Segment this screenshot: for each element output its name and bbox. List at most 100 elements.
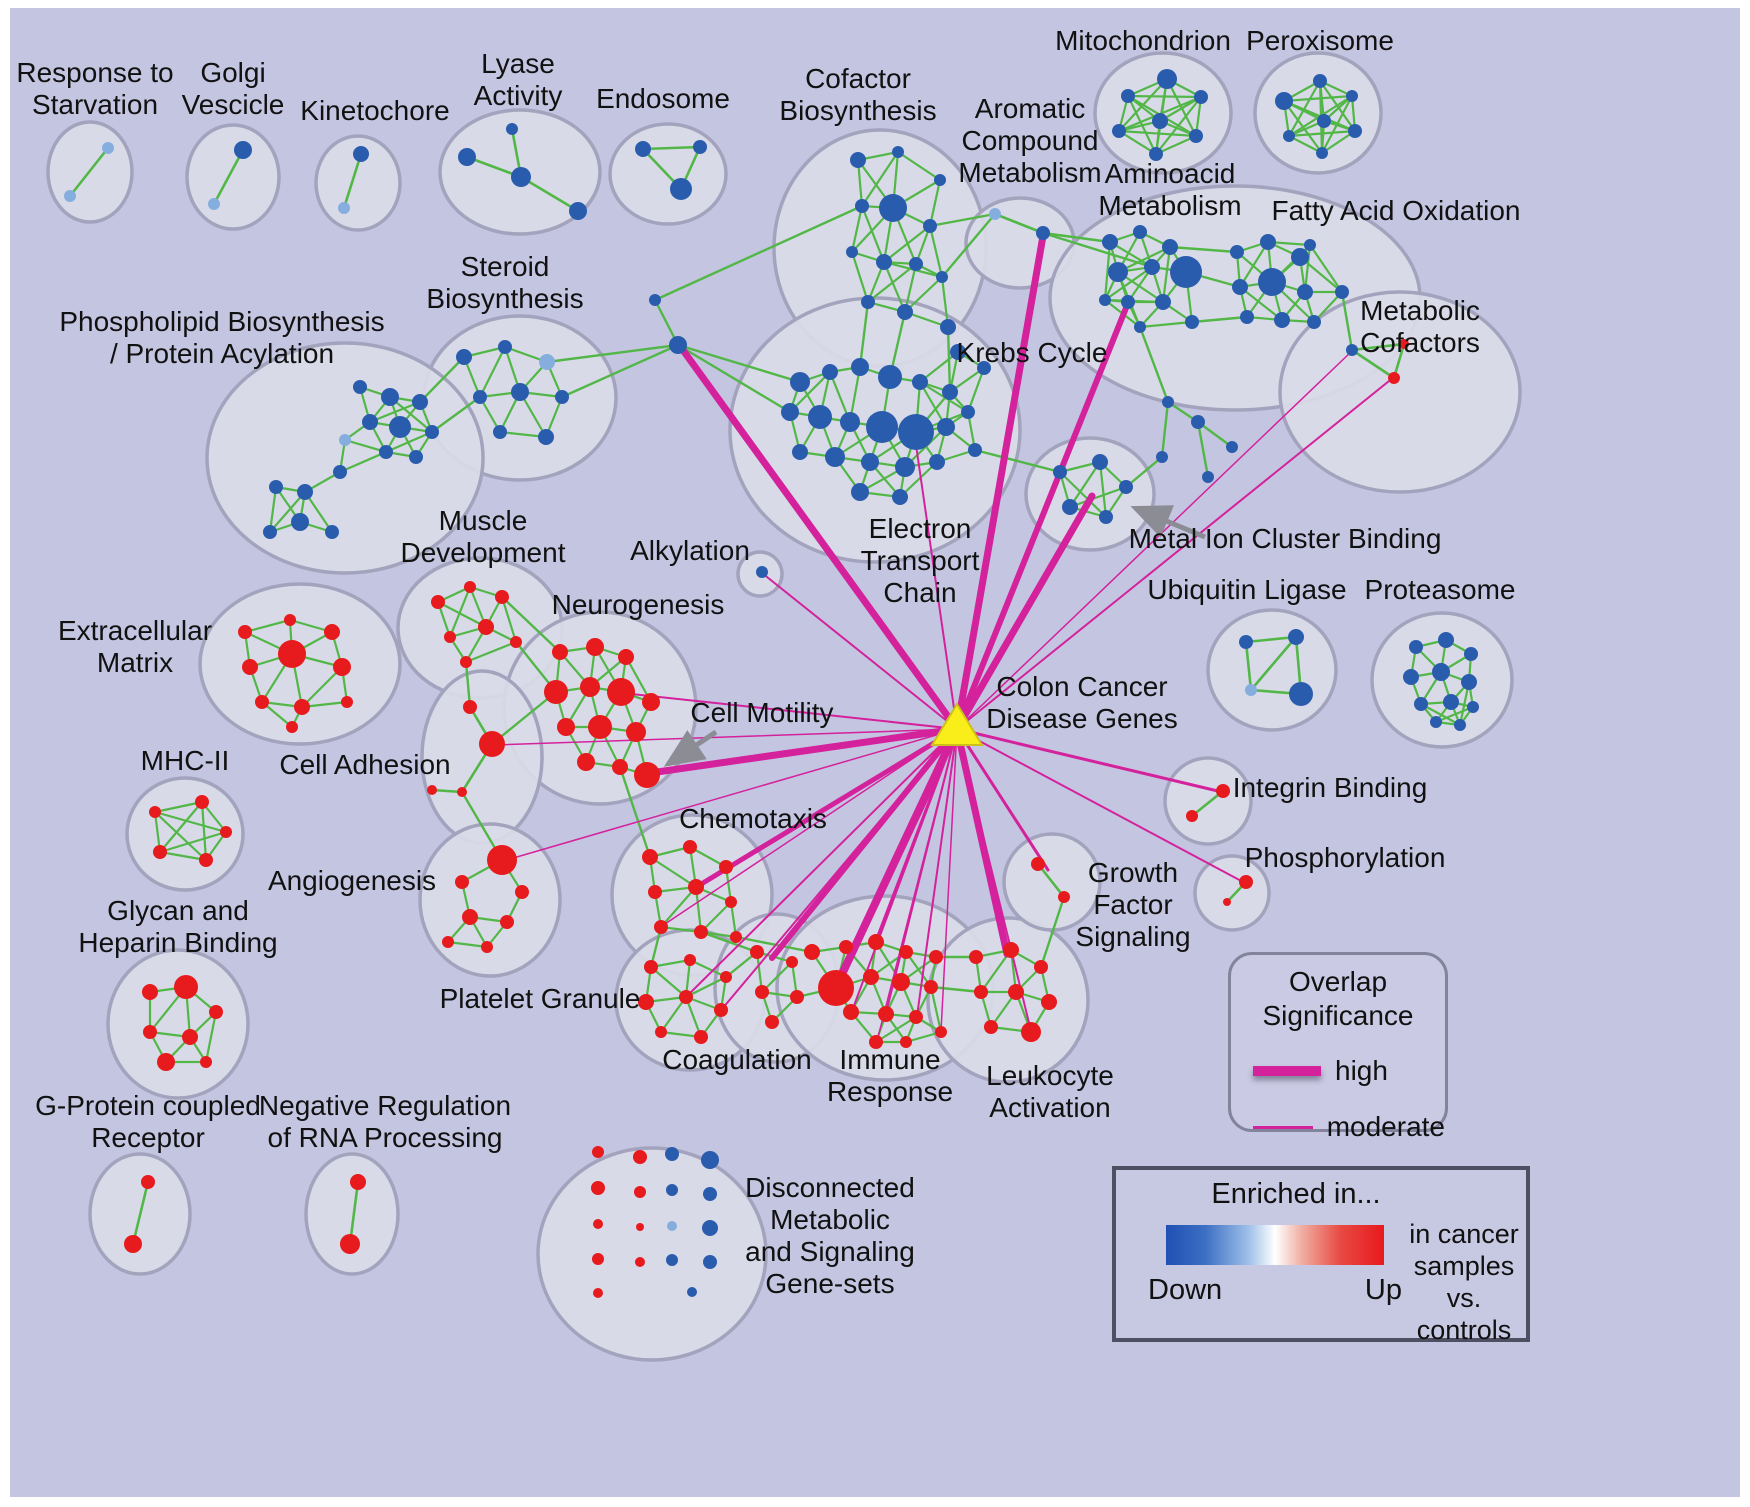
mhc-ii-edge <box>154 810 227 834</box>
electron-transport-chain-node <box>961 405 975 419</box>
phospholipid-biosynthesis-node <box>291 513 309 531</box>
muscle-development-node <box>431 595 445 609</box>
fatty-acid-oxidation-node <box>1304 239 1316 251</box>
phospholipid-biosynthesis-node <box>353 380 367 394</box>
cell-adhesion-node <box>463 700 477 714</box>
ubiquitin-ligase-node <box>1289 682 1313 706</box>
aminoacid-metabolism-node <box>1108 262 1128 282</box>
muscle-development-edge <box>437 601 487 628</box>
phospholipid-biosynthesis-edge <box>268 486 278 533</box>
overlap-edge <box>661 728 958 927</box>
enrichment-legend: Enriched in... Down Up in cancer samples… <box>1112 1166 1530 1345</box>
mhc-ii-edge <box>159 801 203 853</box>
disconnected-genesets-node <box>592 1146 604 1158</box>
bridge-node <box>1202 471 1214 483</box>
mitochondrion-edge <box>1155 96 1202 155</box>
cofactor-biosynthesis-edge <box>928 225 944 278</box>
glycan-heparin-binding-node <box>157 1053 175 1071</box>
leukocyte-activation-node <box>1003 942 1019 958</box>
inter-cluster-edge <box>1196 421 1210 478</box>
integrin-binding-ellipse <box>1163 756 1253 846</box>
moderate-label: moderate <box>1326 1111 1445 1142</box>
leukocyte-activation-ellipse <box>926 916 1090 1084</box>
inter-cluster-edge <box>1197 421 1233 448</box>
inter-cluster-edge <box>1169 245 1238 254</box>
aminoacid-metabolism-node <box>1133 225 1147 239</box>
electron-transport-chain-node <box>912 374 928 390</box>
muscle-development-node <box>510 636 522 648</box>
endosome-node <box>693 140 707 154</box>
disconnected-genesets-node <box>687 1287 697 1297</box>
electron-transport-chain-node <box>825 447 845 467</box>
coagulation-node <box>790 990 804 1004</box>
mitochondrion-node <box>1189 129 1203 143</box>
disconnected-genesets-node <box>635 1257 645 1267</box>
peroxisome-node <box>1275 92 1293 110</box>
overlap-legend-title: Overlap Significance <box>1262 966 1414 1031</box>
chemotaxis-label: Chemotaxis <box>679 803 827 834</box>
proteasome-node <box>1461 674 1477 690</box>
proteasome-label: Proteasome <box>1365 574 1516 605</box>
overlap-edge <box>695 726 960 889</box>
overlap-edge <box>956 376 1395 730</box>
disconnected-genesets-node <box>703 1255 717 1269</box>
extracellular-matrix-node <box>294 699 310 715</box>
mhc-ii-edge <box>154 811 207 861</box>
cofactor-biosynthesis-node <box>855 199 869 213</box>
colon-cancer-triangle <box>930 702 984 746</box>
cofactor-biosynthesis-edge <box>861 151 899 207</box>
golgi-vescicle-edge <box>212 149 245 205</box>
mhc-ii-edge <box>154 800 203 814</box>
neurogenesis-node <box>618 649 634 665</box>
coagulation-node <box>786 956 798 968</box>
proteasome-node <box>1432 663 1450 681</box>
legend-item-moderate: moderate <box>1231 1111 1445 1143</box>
negative-regulation-rna-processing-edge <box>348 1181 360 1245</box>
glycan-heparin-binding-node <box>209 1005 223 1019</box>
immune-response-node <box>892 973 910 991</box>
overlap-significance-legend: Overlap Significance high moderate <box>1228 952 1448 1142</box>
neurogenesis-node <box>577 753 595 771</box>
peroxisome-node <box>1348 124 1362 138</box>
platelet-granule-node <box>694 1030 708 1044</box>
platelet-granule-node <box>679 990 693 1004</box>
leukocyte-activation-node <box>974 985 988 999</box>
peroxisome-ellipse <box>1253 51 1383 175</box>
mitochondrion-node <box>1112 124 1126 138</box>
phospholipid-biosynthesis-node <box>362 414 378 430</box>
electron-transport-chain-node <box>851 483 869 501</box>
golgi-vescicle-ellipse <box>185 123 281 231</box>
angiogenesis-node <box>462 909 478 925</box>
immune-response-node <box>878 1006 894 1022</box>
disconnected-genesets-node <box>666 1254 678 1266</box>
overlap-edge-layer <box>494 232 1395 1042</box>
response-to-starvation-node <box>102 142 114 154</box>
coagulation-edge <box>761 961 793 993</box>
lyase-activity-node <box>569 202 587 220</box>
steroid-biosynthesis-node <box>555 390 569 404</box>
phospholipid-biosynthesis-node <box>339 434 351 446</box>
glycan-heparin-binding-node <box>200 1056 212 1068</box>
muscle-development-node <box>464 581 476 593</box>
cofactor-biosynthesis-edge <box>883 225 931 263</box>
extracellular-matrix-node <box>284 614 296 626</box>
cofactor-biosynthesis-edge <box>928 179 942 227</box>
kinetochore-node <box>353 146 369 162</box>
electron-transport-chain-node <box>781 403 799 421</box>
neurogenesis-node <box>580 677 600 697</box>
peroxisome-node <box>1317 114 1331 128</box>
cofactor-biosynthesis-node <box>892 146 904 158</box>
fatty-acid-oxidation-edge <box>1239 241 1269 288</box>
moderate-significance-line <box>1253 1125 1313 1129</box>
overlap-edge <box>956 728 1032 1032</box>
negative-regulation-rna-processing-node <box>350 1174 366 1190</box>
ubiquitin-ligase-node <box>1288 629 1304 645</box>
cofactor-biosynthesis-edge <box>904 276 943 313</box>
glycan-heparin-binding-node <box>174 975 198 999</box>
leukocyte-activation-node <box>969 950 983 964</box>
